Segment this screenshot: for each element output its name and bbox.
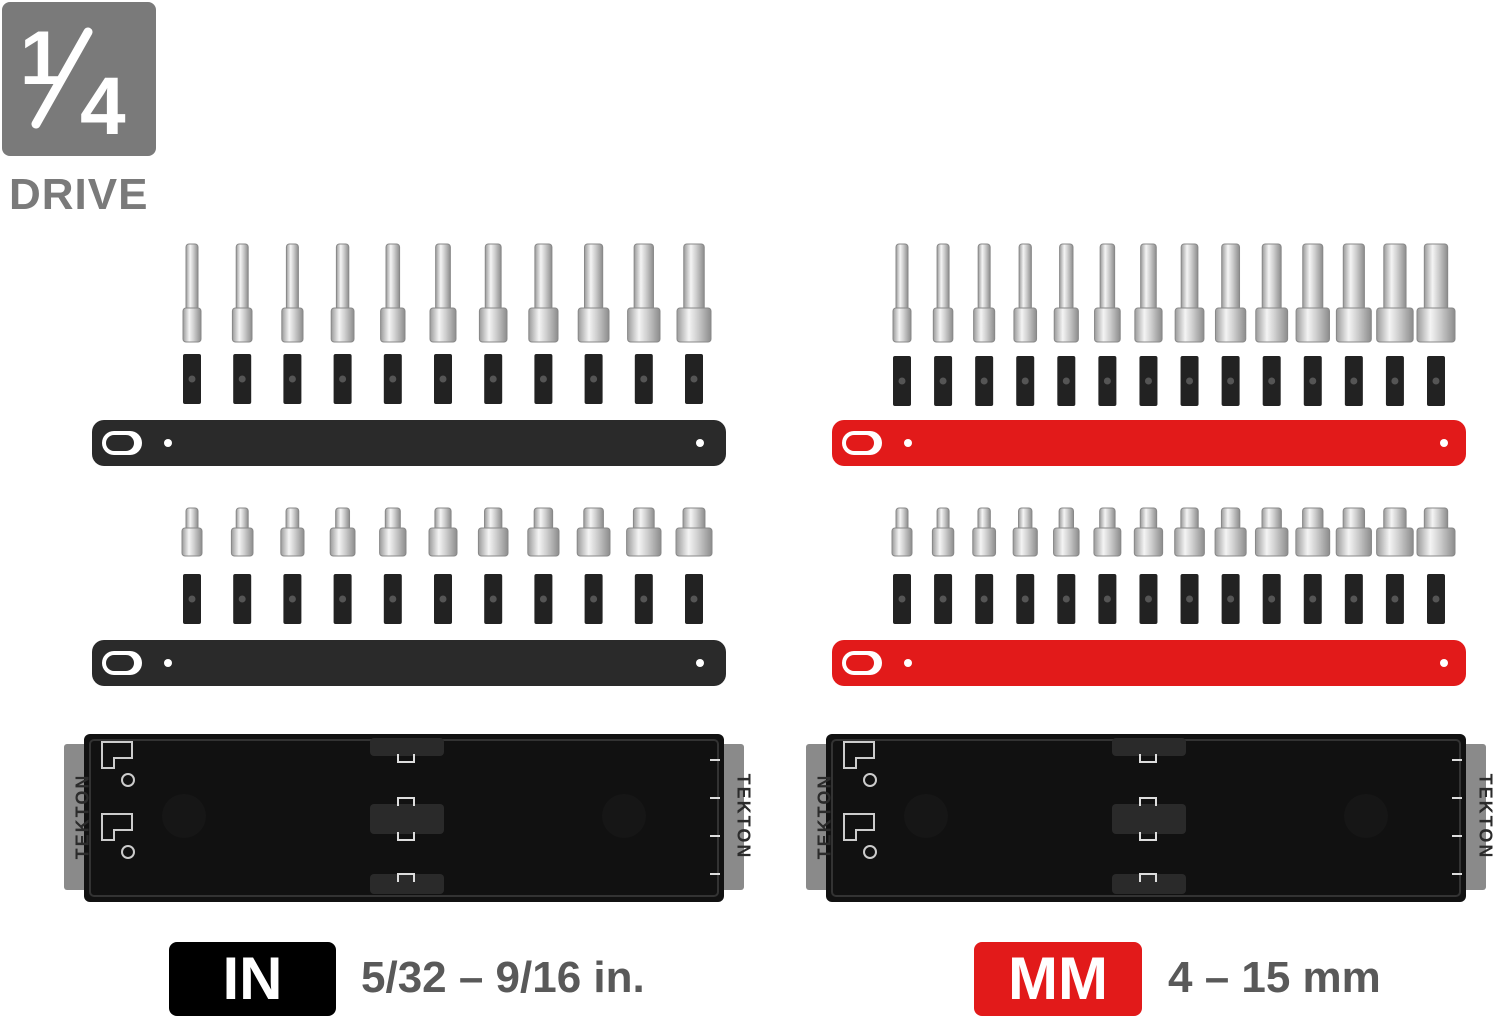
socket-head xyxy=(379,527,407,557)
socket-head xyxy=(1376,307,1414,343)
socket-head xyxy=(675,527,713,557)
socket-barrel xyxy=(185,243,199,313)
socket-head xyxy=(676,307,712,343)
fraction-graphic: 1 4 xyxy=(20,16,126,152)
socket-head xyxy=(230,527,254,557)
socket-head xyxy=(1214,527,1247,557)
socket-head xyxy=(576,527,611,557)
socket-barrel xyxy=(534,243,553,313)
socket-head xyxy=(1013,307,1038,343)
socket-head xyxy=(330,307,355,343)
socket-barrel xyxy=(1018,243,1032,313)
socket-head xyxy=(1335,527,1372,557)
socket-barrel xyxy=(633,243,654,313)
socket-barrel xyxy=(484,243,502,313)
tray-brand-left: TEKTON xyxy=(814,773,835,860)
socket-barrel xyxy=(895,243,909,313)
mm-unit-badge: MM xyxy=(974,942,1142,1016)
socket-barrel xyxy=(584,243,604,313)
socket-head xyxy=(1093,527,1122,557)
socket-head xyxy=(931,527,955,557)
tray-brand-right: TEKTON xyxy=(1475,773,1496,860)
socket-barrel xyxy=(1342,243,1365,313)
mm-deep-rail xyxy=(832,420,1466,466)
socket-head xyxy=(1053,527,1080,557)
socket-head xyxy=(478,307,508,343)
socket-barrel xyxy=(1261,243,1282,313)
inch-size-range: 5/32 – 9/16 in. xyxy=(361,953,645,1002)
socket-head xyxy=(1094,307,1121,343)
socket-head xyxy=(1053,307,1079,343)
socket-head xyxy=(477,527,509,557)
socket-head xyxy=(973,307,996,343)
socket-head xyxy=(1295,307,1330,343)
socket-head xyxy=(428,527,458,557)
socket-head xyxy=(528,307,559,343)
socket-barrel xyxy=(683,243,705,313)
socket-head xyxy=(1295,527,1331,557)
socket-head xyxy=(280,527,305,557)
socket-barrel xyxy=(1221,243,1241,313)
socket-head xyxy=(1133,527,1164,557)
socket-head xyxy=(1254,527,1289,557)
socket-barrel xyxy=(285,243,299,313)
socket-head xyxy=(182,307,202,343)
fraction-denominator: 4 xyxy=(80,61,126,152)
inch-shallow-rail xyxy=(92,640,726,686)
socket-barrel xyxy=(1140,243,1157,313)
socket-head xyxy=(231,307,253,343)
socket-head xyxy=(1134,307,1163,343)
socket-barrel xyxy=(1099,243,1116,313)
socket-head xyxy=(380,307,406,343)
socket-barrel xyxy=(435,243,451,313)
mm-shallow-rail xyxy=(832,640,1466,686)
socket-head xyxy=(891,527,913,557)
socket-head xyxy=(329,527,356,557)
tray-brand-right: TEKTON xyxy=(733,773,754,860)
socket-head xyxy=(1012,527,1038,557)
socket-barrel xyxy=(385,243,401,313)
socket-head xyxy=(626,527,662,557)
socket-head xyxy=(429,307,457,343)
socket-head xyxy=(281,307,304,343)
socket-barrel xyxy=(1302,243,1324,313)
inch-storage-tray: TEKTON TEKTON xyxy=(64,732,753,904)
socket-head xyxy=(1335,307,1372,343)
mm-size-range: 4 – 15 mm xyxy=(1168,953,1381,1002)
socket-head xyxy=(1174,527,1205,557)
tray-brand-left: TEKTON xyxy=(72,773,93,860)
socket-barrel xyxy=(936,243,950,313)
socket-head xyxy=(1255,307,1289,343)
socket-head xyxy=(1214,307,1247,343)
socket-barrel xyxy=(1180,243,1199,313)
drive-size-badge: 1 4 xyxy=(2,2,156,156)
inch-deep-rail xyxy=(92,420,726,466)
socket-head xyxy=(527,527,560,557)
socket-head xyxy=(1376,527,1414,557)
socket-barrel xyxy=(235,243,249,313)
socket-head xyxy=(932,307,954,343)
socket-barrel xyxy=(1383,243,1407,313)
socket-head xyxy=(1174,307,1205,343)
mm-storage-tray: TEKTON TEKTON xyxy=(806,732,1495,904)
socket-head xyxy=(892,307,912,343)
socket-barrel xyxy=(1423,243,1449,313)
drive-label: DRIVE xyxy=(9,170,149,219)
socket-head xyxy=(1416,307,1456,343)
socket-head xyxy=(627,307,661,343)
socket-barrel xyxy=(335,243,350,313)
socket-barrel xyxy=(977,243,991,313)
socket-head xyxy=(1416,527,1456,557)
socket-barrel xyxy=(1059,243,1074,313)
inch-unit-badge: IN xyxy=(169,942,336,1016)
socket-head xyxy=(181,527,203,557)
socket-head xyxy=(577,307,610,343)
socket-head xyxy=(972,527,997,557)
